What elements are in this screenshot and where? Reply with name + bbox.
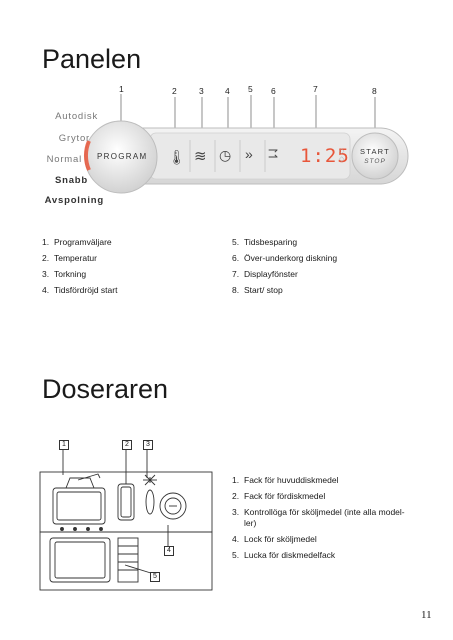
list-item: 7.Displayfönster — [232, 269, 298, 280]
list-item: 5.Lucka för diskmedelfack — [232, 549, 336, 560]
list-item: 2.Fack för fördiskmedel — [232, 491, 326, 502]
thermometer-icon[interactable]: 🌡 — [168, 149, 186, 165]
callout-8: 8 — [372, 86, 377, 96]
start-label[interactable]: START — [360, 147, 390, 156]
program-button-label[interactable]: PROGRAM — [97, 152, 148, 161]
display-indicator-icon: ◇◇ — [339, 148, 345, 163]
callout-2: 2 — [172, 86, 177, 96]
dispenser-legend: 1.Fack för huvuddiskmedel 2.Fack för för… — [232, 475, 412, 566]
program-autodisk: Autodisk — [55, 111, 98, 122]
list-item: 4.Tidsfördröjd start — [42, 285, 118, 296]
display-window: 1:25 — [300, 145, 350, 167]
callout-5: 5 — [248, 84, 253, 94]
panel-legend-right: 5.Tidsbesparing 6.Över-underkorg disknin… — [232, 237, 422, 301]
dispenser-callout-2: 2 — [122, 440, 132, 450]
list-item: 4.Lock för sköljmedel — [232, 533, 317, 544]
dispenser-callout-3: 3 — [143, 440, 153, 450]
program-normal: Normal — [46, 154, 82, 165]
section-title-panel: Panelen — [42, 44, 142, 74]
list-item: 1.Programväljare — [42, 237, 112, 247]
list-item: 3.Torkning — [42, 269, 87, 280]
program-snabb: Snabb — [54, 175, 88, 186]
clock-icon[interactable]: ◷ — [219, 147, 232, 163]
upper-lower-basket-icon[interactable]: ⇁⇀ — [268, 143, 279, 164]
section-title-dispenser: Doseraren — [42, 374, 169, 404]
control-panel-illustration — [83, 94, 409, 194]
list-item: 1.Fack för huvuddiskmedel — [232, 475, 339, 485]
list-item: 8.Start/ stop — [232, 285, 283, 296]
callout-7: 7 — [313, 84, 318, 94]
drying-icon[interactable]: ≋ — [194, 148, 207, 165]
dispenser-callout-5: 5 — [150, 572, 160, 582]
panel-legend-left: 1.Programväljare 2.Temperatur 3.Torkning… — [42, 237, 212, 301]
program-grytor: Grytor — [58, 133, 90, 144]
callout-6: 6 — [271, 86, 276, 96]
callout-1: 1 — [119, 84, 124, 94]
stop-label[interactable]: STOP — [364, 158, 386, 165]
dispenser-illustration — [39, 449, 213, 591]
dispenser-callout-1: 1 — [59, 440, 69, 450]
list-item: 6.Över-underkorg diskning — [232, 253, 338, 264]
fast-forward-icon[interactable]: » — [245, 146, 253, 162]
callout-4: 4 — [225, 86, 230, 96]
list-item: 2.Temperatur — [42, 253, 97, 264]
dispenser-callout-4: 4 — [164, 546, 174, 556]
page-number: 11 — [421, 609, 432, 621]
list-item: 3.Kontrollöga för sköljmedel (inte alla … — [232, 507, 405, 528]
list-item: 5.Tidsbesparing — [232, 237, 298, 247]
program-avspolning: Avspolning — [44, 195, 104, 206]
callout-3: 3 — [199, 86, 204, 96]
